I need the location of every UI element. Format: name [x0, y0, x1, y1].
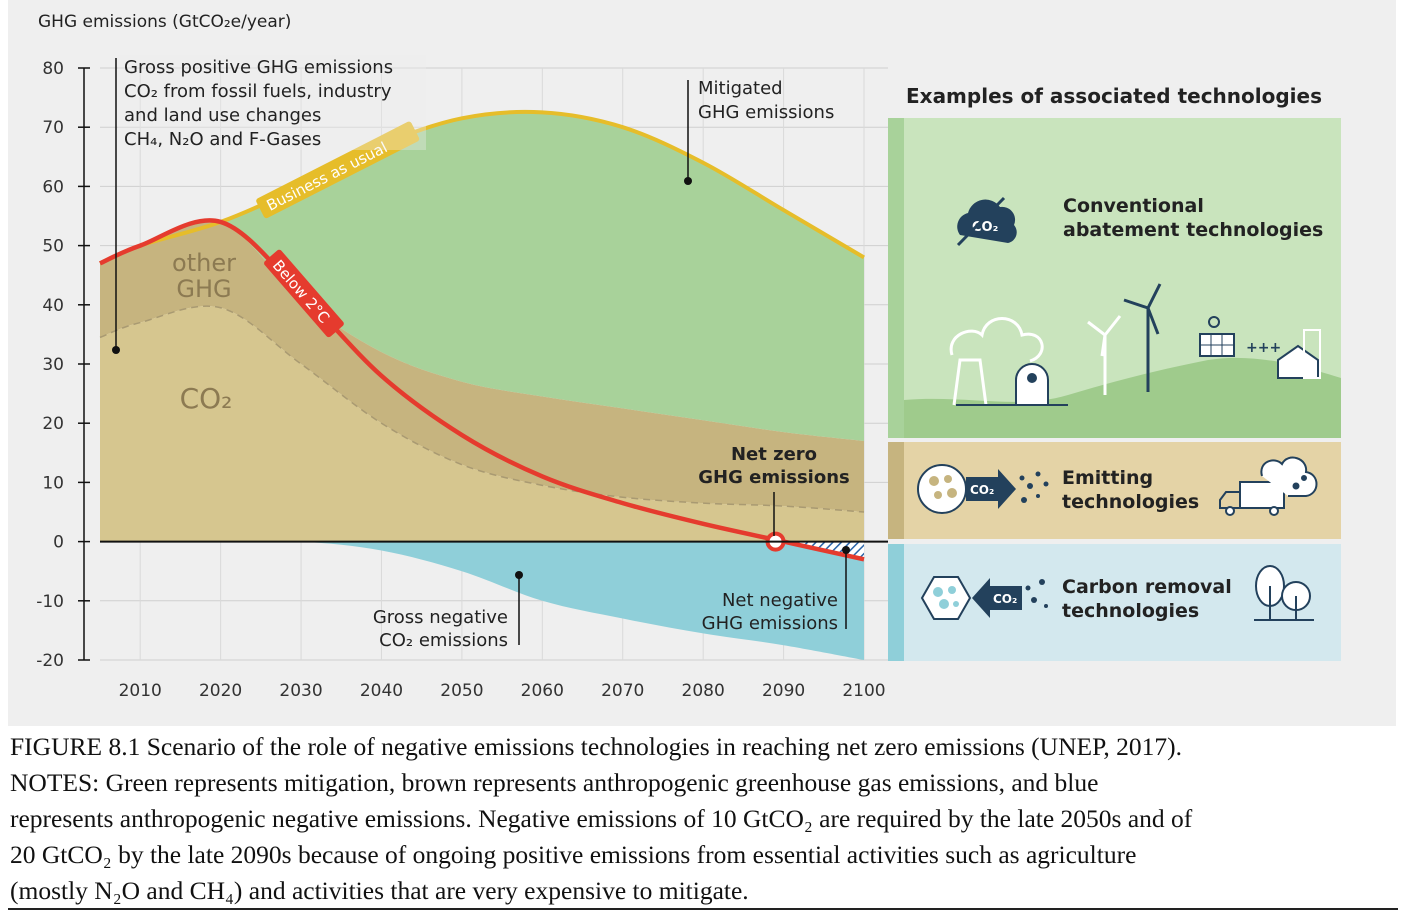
solar-panel-icon — [1199, 316, 1235, 357]
caption-line-2: NOTES: Green represents mitigation, brow… — [10, 768, 1099, 797]
mitigated-line-2: GHG emissions — [698, 102, 834, 123]
y-tick-label: 60 — [42, 177, 64, 197]
technologies-title: Examples of associated technologies — [906, 84, 1322, 108]
y-tick-label: 20 — [42, 414, 64, 434]
removal-line-1: Carbon removal — [1062, 576, 1232, 598]
gross-positive-line-3: and land use changes — [124, 105, 321, 126]
line-layer — [99, 109, 866, 562]
plus-signs: +++ — [1246, 340, 1281, 356]
co2-boundary-line — [99, 305, 865, 513]
x-tick-label: 2050 — [440, 681, 483, 701]
y-tick-label: 40 — [42, 296, 64, 316]
x-tick-label: 2060 — [521, 681, 564, 701]
co2-area — [100, 306, 864, 542]
x-tick-label: 2100 — [842, 681, 885, 701]
removal-sink-icon: CO₂ — [920, 576, 1048, 620]
truck-icon — [1219, 456, 1318, 516]
emitting-source-icon: CO₂ — [917, 464, 1049, 514]
mitigated-annotation: Mitigated GHG emissions — [684, 78, 834, 185]
gross-negative-annotation: Gross negative CO₂ emissions — [373, 571, 523, 651]
net-zero-annotation: Net zero GHG emissions — [698, 444, 850, 536]
x-tick-label: 2020 — [199, 681, 242, 701]
gross-negative-line-1: Gross negative — [373, 607, 508, 628]
caption-line-3: represents anthropogenic negative emissi… — [10, 804, 1193, 833]
mitigated-line-1: Mitigated — [698, 78, 783, 99]
conventional-line-2: abatement technologies — [1063, 219, 1323, 241]
net-zero-line-2: GHG emissions — [698, 467, 850, 488]
net-negative-line-2: GHG emissions — [702, 613, 838, 634]
trees-icon — [1254, 565, 1314, 621]
emitting-line-2: technologies — [1062, 491, 1199, 513]
x-tick-label: 2010 — [119, 681, 162, 701]
emitting-line-1: Emitting — [1062, 467, 1153, 489]
emissions-chart: GHG emissions (GtCO₂e/year) 80 70 60 50 40 30… — [36, 12, 1341, 701]
net-negative-line-1: Net negative — [722, 590, 838, 611]
gross-positive-annotation: Gross positive GHG emissions CO₂ from fo… — [112, 55, 426, 354]
gross-positive-line-2: CO₂ from fossil fuels, industry — [124, 81, 392, 102]
figure: GHG emissions (GtCO₂e/year) 80 70 60 50 40 30… — [8, 0, 1396, 726]
crossed-co2-cloud-icon: CO₂ — [956, 196, 1017, 247]
below2-line — [99, 218, 865, 562]
other-ghg-label-1: other — [172, 249, 236, 277]
landscape-hill — [904, 357, 1341, 438]
removal-co2-badge: CO₂ — [993, 592, 1017, 606]
y-tick-label: 80 — [42, 59, 64, 79]
y-tick-label: -20 — [36, 651, 64, 671]
x-tick-label: 2080 — [682, 681, 725, 701]
house-icon — [1277, 329, 1321, 379]
net-negative-annotation: Net negative GHG emissions — [702, 546, 850, 634]
x-tick-label: 2030 — [279, 681, 322, 701]
y-tick-label: 0 — [53, 533, 64, 553]
caption-line-4: 20 GtCO₂ by the late 2090s because of on… — [10, 840, 1137, 869]
y-tick-label: 30 — [42, 355, 64, 375]
removal-line-2: technologies — [1062, 600, 1199, 622]
caption-rule — [8, 908, 1398, 910]
y-tick-label: 70 — [42, 118, 64, 138]
caption-line-5: (mostly N₂O and CH₄) and activities that… — [10, 876, 749, 905]
x-tick-label: 2090 — [762, 681, 805, 701]
bau-line — [99, 109, 866, 266]
net-zero-line-1: Net zero — [731, 444, 817, 465]
gross-negative-line-2: CO₂ emissions — [379, 630, 508, 651]
gross-negative-area — [100, 540, 864, 660]
wind-turbine-icon — [1087, 283, 1162, 395]
gross-positive-line-4: CH₄, N₂O and F-Gases — [124, 129, 321, 150]
other-ghg-label-2: GHG — [176, 275, 231, 303]
emitting-co2-badge: CO₂ — [970, 483, 994, 497]
technologies-panel: Examples of associated technologies CO₂ … — [888, 84, 1341, 661]
y-tick-label: -10 — [36, 592, 64, 612]
co2-region-label: CO₂ — [180, 382, 233, 415]
y-tick-label: 50 — [42, 237, 64, 257]
gross-positive-line-1: Gross positive GHG emissions — [124, 57, 393, 78]
power-plant-icon — [949, 317, 1068, 406]
figure-caption: FIGURE 8.1 Scenario of the role of negat… — [10, 729, 1396, 909]
x-tick-label: 2040 — [360, 681, 403, 701]
y-axis-label: GHG emissions (GtCO₂e/year) — [38, 12, 291, 32]
conventional-line-1: Conventional — [1063, 195, 1204, 217]
caption-line-1: FIGURE 8.1 Scenario of the role of negat… — [10, 732, 1183, 761]
x-tick-label: 2070 — [601, 681, 644, 701]
y-tick-label: 10 — [42, 473, 64, 493]
